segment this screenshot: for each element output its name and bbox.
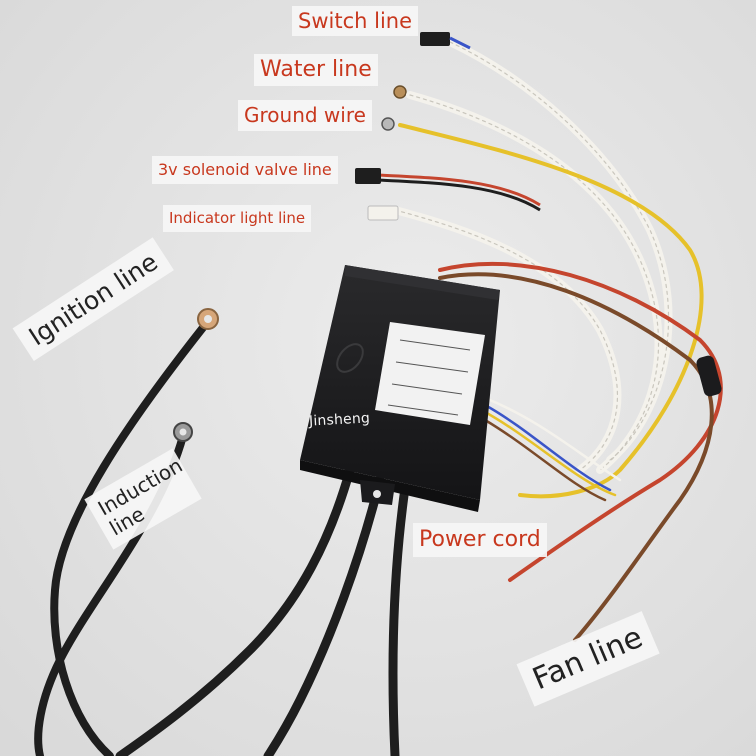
ring-terminals [173,85,407,442]
control-box [300,265,500,512]
ground-wire-label: Ground wire [238,100,372,131]
heat-shrink [696,355,722,397]
brand-label: Jinsheng [308,410,371,430]
indicator-line-label: Indicator light line [163,205,312,232]
solenoid-wire-black [377,178,541,212]
connectors [355,32,471,221]
spec-sticker [375,322,485,425]
red-brown-wires [438,261,723,642]
sticker-lines [387,339,471,416]
white-wire-edges [394,41,670,471]
wire-bundle [483,396,622,502]
logo-emboss [336,343,364,373]
solenoid-line-label: 3v solenoid valve line [152,156,338,184]
power-cord-label: Power cord [413,523,547,557]
solenoid-wire [377,173,541,207]
switch-line-label: Switch line [292,6,419,37]
water-line-label: Water line [254,54,378,86]
